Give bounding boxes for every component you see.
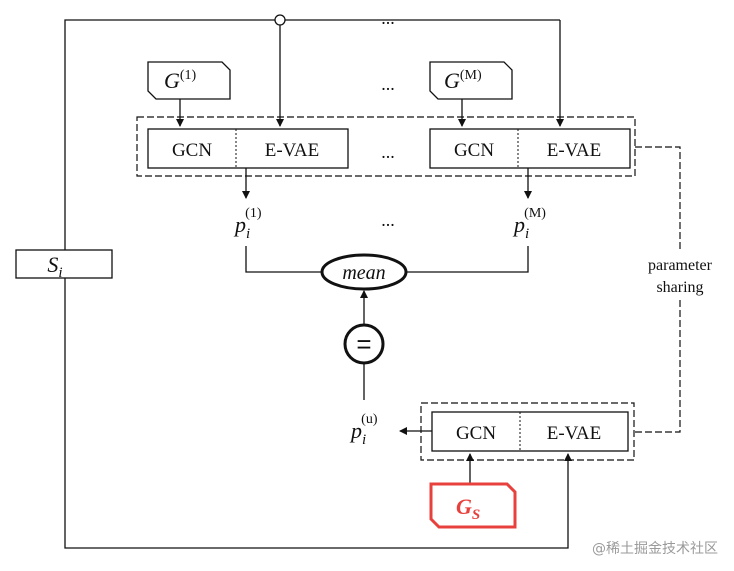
pu-subscript: i <box>362 432 366 448</box>
parameter-sharing-label-line1: parameter <box>648 257 713 274</box>
svg-text:G(1): G(1) <box>164 68 197 93</box>
s-i-symbol: S <box>47 252 58 277</box>
pm-subscript: i <box>525 226 529 242</box>
mean-node: mean <box>320 253 408 291</box>
mean-label: mean <box>342 262 385 284</box>
encoder-m-gcn-label: GCN <box>454 140 494 161</box>
svg-text:GS: GS <box>456 494 480 523</box>
top-ellipsis: ... <box>381 8 395 28</box>
shared-encoders-group <box>136 116 636 177</box>
svg-text:Si: Si <box>47 252 62 281</box>
parameter-sharing-label-line2: sharing <box>656 279 703 296</box>
p1-superscript: (1) <box>245 206 262 221</box>
parameter-sharing-link <box>634 146 681 433</box>
p1-subscript: i <box>246 226 250 242</box>
p1-label: pi (1) <box>233 206 262 242</box>
gs-symbol: G <box>456 494 472 519</box>
s-i-subscript: i <box>58 265 62 281</box>
svg-text:G(M): G(M) <box>444 68 482 93</box>
equals-symbol: = <box>356 329 371 359</box>
branch-node <box>274 14 286 26</box>
encoder-output-arrows <box>242 168 532 199</box>
pm-symbol: p <box>512 212 525 237</box>
unified-encoder-group <box>420 402 635 461</box>
encoder-u-evae-label: E-VAE <box>547 423 602 444</box>
gm-superscript: (M) <box>460 68 482 83</box>
graph-tag-1: G(1) <box>147 61 231 100</box>
g1-symbol: G <box>164 68 180 93</box>
pu-label: pi (u) <box>349 412 378 448</box>
encoder-1-gcn-label: GCN <box>172 140 212 161</box>
p1-symbol: p <box>233 212 246 237</box>
pm-superscript: (M) <box>524 206 546 221</box>
encoder-m: GCN E-VAE <box>429 128 631 169</box>
encoder-u: GCN E-VAE <box>431 411 629 452</box>
graph-tag-arrows <box>176 99 466 127</box>
graph-tags-ellipsis: ... <box>381 74 395 94</box>
pu-symbol: p <box>349 418 362 443</box>
feedback-loop-lines <box>64 19 572 549</box>
s-i-box: Si <box>15 249 113 281</box>
encoders-ellipsis: ... <box>381 142 395 162</box>
encoder-1-evae-label: E-VAE <box>265 140 320 161</box>
equals-node: = <box>343 323 385 365</box>
pm-label: pi (M) <box>512 206 546 242</box>
pu-superscript: (u) <box>361 412 378 427</box>
watermark: @稀土掘金技术社区 <box>592 541 718 557</box>
encoder-1: GCN E-VAE <box>147 128 349 169</box>
p-ellipsis: ... <box>381 210 395 230</box>
encoder-u-gcn-label: GCN <box>456 423 496 444</box>
mean-input-lines <box>245 246 529 273</box>
encoder-m-evae-label: E-VAE <box>547 140 602 161</box>
gm-symbol: G <box>444 68 460 93</box>
graph-tag-m: G(M) <box>429 61 513 100</box>
gs-graph-tag: GS <box>429 482 517 529</box>
g1-superscript: (1) <box>180 68 197 83</box>
gs-subscript: S <box>472 507 480 523</box>
